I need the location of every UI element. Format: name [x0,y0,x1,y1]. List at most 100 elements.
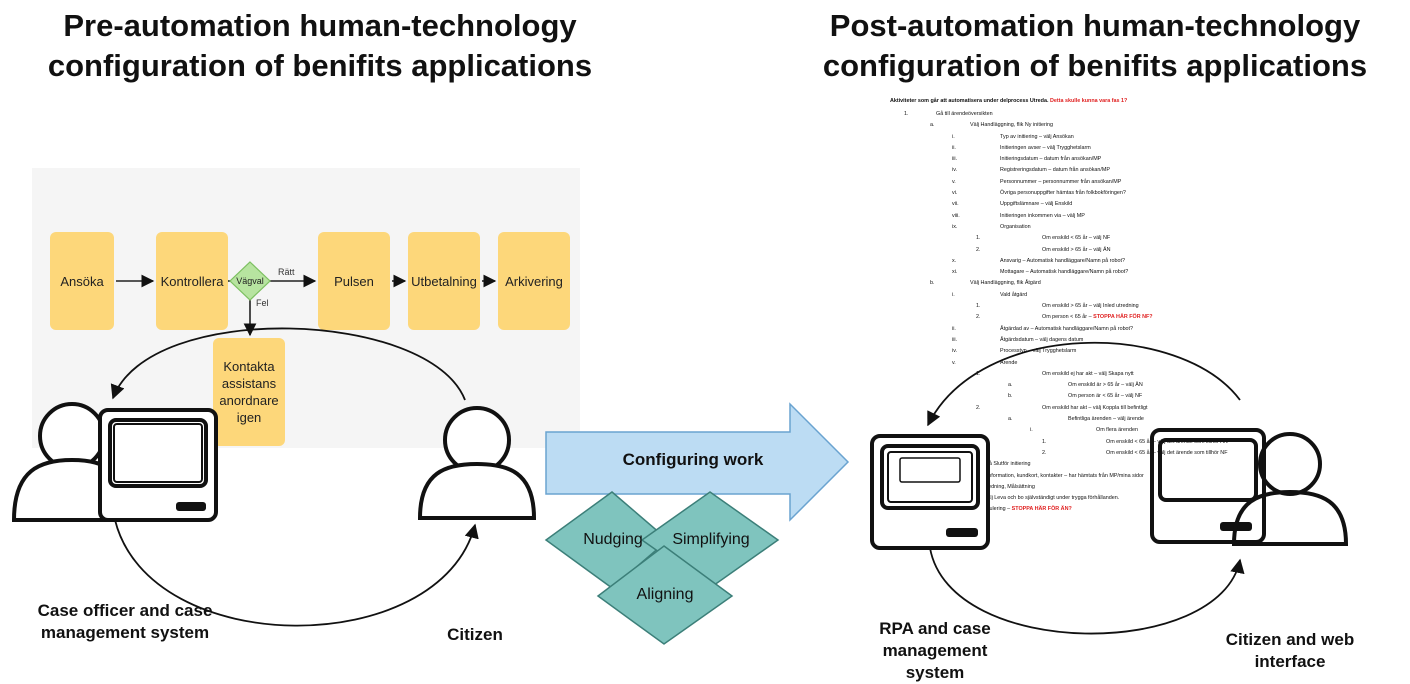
flow-box-kontakta: Kontakta assistans anordnare igen [213,338,285,446]
document-row-plain: Om flera ärenden [1096,427,1138,434]
configuring-work-label: Configuring work [622,450,764,469]
left-title-line2: configuration of benifits applications [47,48,593,83]
document-row: i. Vald åtgärd [890,290,1350,301]
document-header-text: Aktiviteter som går att automatisera und… [890,98,1049,104]
document-row-plain: Ansvarig – Automatisk handläggare/Namn p… [1000,257,1125,264]
document-row-number: a. [1008,382,1013,389]
document-row-number: 1. [976,303,981,310]
flow-box-utbetalning: Utbetalning [408,232,480,330]
yes-label: Rätt [278,267,295,277]
document-row: a. Befintliga ärenden – välj ärende [890,414,1350,425]
document-row-text: Typ av initiering – välj Ansökan [1000,132,1074,143]
document-row-plain: Personnummer – personnummer från ansökan… [1000,178,1122,185]
document-row-red: STOPPA HÄR FÖR NF? [1093,314,1153,321]
citizen-web-person-icon [1231,432,1349,546]
document-row-number: i. [1030,427,1033,434]
document-row-plain: Åtgärdsdatum – välj dagens datum [1000,336,1084,343]
document-row-plain: Personinformation, kundkort, kontakter –… [970,472,1144,479]
document-row-plain: Vald åtgärd [1000,291,1028,298]
document-row: 1. Om enskild ej har akt – välj Skapa nyt… [890,369,1350,380]
document-row-number: ii. [952,144,956,151]
document-row-red: STOPPA HÄR FÖR ÄN? [1011,506,1072,513]
document-row: vi. Övriga personuppgifter hämtas från fo… [890,188,1350,199]
document-row-plain: Om enskild ej har akt – välj Skapa nytt [1042,370,1134,377]
document-row-plain: Åtgärdad av – Automatisk handläggare/Nam… [1000,325,1134,332]
document-row: x. Ansvarig – Automatisk handläggare/Namn… [890,256,1350,267]
document-row: 2. Om enskild har akt – välj Koppla till … [890,403,1350,414]
document-row-plain: Om enskild < 65 år – välj det ärende som… [1106,449,1228,456]
document-row-number: i. [952,291,955,298]
document-row: 2. Om person < 65 år – STOPPA HÄR FÖR NF? [890,312,1350,323]
document-row-text: Åtgärdad av – Automatisk handläggare/Nam… [1000,324,1133,335]
document-row-text: Om enskild > 65 år – välj ÄN [1042,245,1110,256]
document-row-plain: Uppgiftslämnare – välj Enskild [1000,201,1073,208]
document-row: 1. Om enskild > 65 år – välj Inled utredn… [890,301,1350,312]
document-row: iv.Registreringsdatum – datum från ansök… [890,165,1350,176]
document-row-text: Initieringen avser – välj Trygghetslarm [1000,143,1091,154]
document-row-plain: Om enskild har akt – välj Koppla till be… [1042,404,1148,411]
document-row-number: vi. [952,190,958,197]
document-row: v. Personnummer – personnummer från ansök… [890,177,1350,188]
document-row-number: v. [952,178,956,185]
document-row-text: Initieringsdatum – datum från ansökan/MP [1000,154,1101,165]
document-row: iii.Åtgärdsdatum – välj dagens datum [890,335,1350,346]
document-row: ii.Åtgärdad av – Automatisk handläggare/… [890,324,1350,335]
document-row-plain: Om enskild > 65 år – välj ÄN [1042,246,1111,253]
document-row: b.Välj Handläggning, flik Åtgärd [890,278,1350,289]
document-row-text: Organisation [1000,222,1031,233]
document-row-plain: Registreringsdatum – datum från ansökan/… [1000,167,1110,174]
document-row-text: Övriga personuppgifter hämtas från folkb… [1000,188,1126,199]
document-row-text: Om person är < 65 år – välj NF [1068,391,1142,402]
document-row: i. Om flera ärenden [890,425,1350,436]
flow-box-kontrollera: Kontrollera [156,232,228,330]
document-row-text: Om enskild har akt – välj Koppla till be… [1042,403,1147,414]
document-row-number: x. [952,257,957,264]
document-row-text: Personnummer – personnummer från ansökan… [1000,177,1121,188]
document-row-text: Befintliga ärenden – välj ärende [1068,414,1144,425]
document-row-number: a. [1008,416,1013,423]
document-row-text: Om enskild < 65 år – välj det ärende som… [1106,448,1228,459]
document-row-number: 1. [1042,438,1047,445]
document-row-plain: Typ av initiering – välj Ansökan [1000,133,1074,140]
document-row-text: Åtgärdsdatum – välj dagens datum [1000,335,1083,346]
document-row-number: 1. [976,370,981,377]
document-row-plain: Om person < 65 år – [1042,314,1094,321]
document-row-text: Välj Handläggning, flik Ny initiering [970,120,1053,131]
citizen-person-icon [417,406,537,520]
configuring-work-arrow [545,402,850,522]
document-row-plain: Målformulering – [970,506,1012,513]
document-row-text: Om enskild ej har akt – välj Skapa nytt [1042,369,1134,380]
document-row: ii. Initieringen avser – välj Trygghetsla… [890,143,1350,154]
left-title-line1: Pre-automation human-technology [63,8,577,43]
document-row-number: iv. [952,348,957,355]
document-row-number: v. [952,359,956,366]
citizen-label: Citizen [447,625,503,644]
left-computer-icon [98,408,218,522]
document-row-text: Processtyp – välj Trygghetslarm [1000,346,1076,357]
document-row-text: Klicka på Slutför initiering [970,459,1031,470]
document-row-plain: Initieringen inkommen via – välj MP [1000,212,1085,219]
document-row-number: 2. [976,404,981,411]
document-row-number: 1. [976,235,981,242]
document-row-plain: Gå till ärendeöversikten [936,111,993,117]
document-row-plain: Mottagare – Automatisk handläggare/Namn … [1000,269,1129,276]
process-flowchart [32,168,580,448]
document-row: viii.Initieringen inkommen via – välj MP [890,211,1350,222]
document-row-number: a. [930,122,935,129]
document-row-text: Om enskild > 65 år – välj Inled utrednin… [1042,301,1139,312]
document-row-number: 2. [1042,449,1047,456]
document-row-number: b. [1008,393,1013,400]
document-row: 2. Om enskild < 65 år – välj det ärende s… [890,448,1350,459]
document-row-number: 2. [976,314,981,321]
right-title-line2: configuration of benifits applications [822,48,1368,83]
document-row: ix.Organisation [890,222,1350,233]
document-row-plain: Övriga personuppgifter hämtas från folkb… [1000,190,1126,197]
cycle-arrow-top-right [927,341,1241,427]
document-row: i.Typ av initiering – välj Ansökan [890,132,1350,143]
document-row-text: Mottagare – Automatisk handläggare/Namn … [1000,267,1128,278]
document-row-number: 2. [976,246,981,253]
document-row-number: iii. [952,156,958,163]
aligning-diamond [596,545,734,645]
